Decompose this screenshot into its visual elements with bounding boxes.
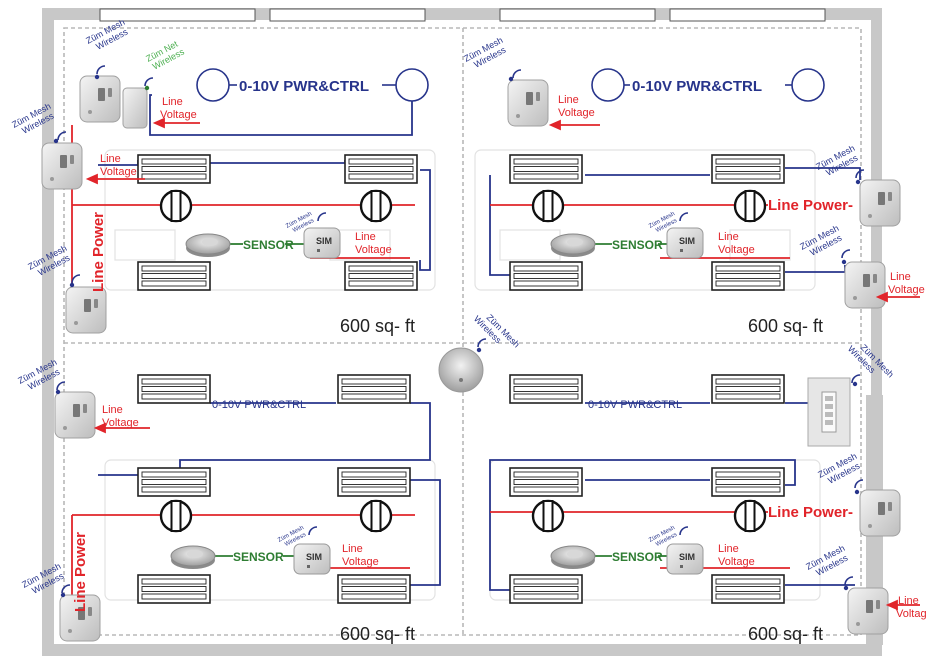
line-power-label: Line Power xyxy=(72,532,89,612)
pwr-ctrl-label: 0-10V PWR&CTRL xyxy=(632,78,762,95)
sensor-label: SENSOR xyxy=(612,550,663,564)
pwr-ctrl-label: 0-10V PWR&CTRL xyxy=(588,399,682,411)
voltage-label: Voltage xyxy=(718,556,755,568)
pwr-ctrl-label: 0-10V PWR&CTRL xyxy=(212,399,306,411)
voltage-label: Voltage xyxy=(888,284,925,296)
sensor-label: SENSOR xyxy=(243,238,294,252)
pwr-ctrl-label: 0-10V PWR&CTRL xyxy=(239,78,369,95)
area-label: 600 sq- ft xyxy=(340,624,415,644)
line-label: Line xyxy=(890,271,911,283)
voltage-label: Voltage xyxy=(342,556,379,568)
voltage-label: Voltage xyxy=(102,417,139,429)
line-label: Line xyxy=(162,96,183,108)
voltage-label: Voltag xyxy=(896,608,927,620)
wireless-outlet-icon xyxy=(41,75,901,642)
line-label: Line xyxy=(558,94,579,106)
line-label: Line xyxy=(718,543,739,555)
voltage-label: Voltage xyxy=(355,244,392,256)
line-label: Line xyxy=(102,404,123,416)
room-dividers xyxy=(63,27,862,636)
line-label: Line xyxy=(342,543,363,555)
wall-keypad-icon xyxy=(807,377,851,447)
line-power-label: Line Power- xyxy=(768,504,853,521)
line-label: Line xyxy=(898,595,919,607)
voltage-label: Voltage xyxy=(100,166,137,178)
control-ports xyxy=(196,68,825,102)
ceiling-puck-icon xyxy=(438,347,484,393)
line-power-label: Line Power- xyxy=(768,197,853,214)
control-wiring xyxy=(98,85,861,591)
line-label: Line xyxy=(100,153,121,165)
voltage-label: Voltage xyxy=(718,244,755,256)
line-label: Line xyxy=(718,231,739,243)
line-label: Line xyxy=(355,231,376,243)
voltage-label: Voltage xyxy=(160,109,197,121)
voltage-label: Voltage xyxy=(558,107,595,119)
power-arrows xyxy=(85,117,920,611)
area-label: 600 sq- ft xyxy=(748,624,823,644)
sensor-label: SENSOR xyxy=(612,238,663,252)
windows xyxy=(99,8,826,22)
area-label: 600 sq- ft xyxy=(748,316,823,336)
area-label: 600 sq- ft xyxy=(340,316,415,336)
sensor-wiring xyxy=(215,243,668,557)
wireless-wave-icons xyxy=(53,65,865,598)
sensor-label: SENSOR xyxy=(233,550,284,564)
line-power-label: Line Power xyxy=(90,212,107,292)
